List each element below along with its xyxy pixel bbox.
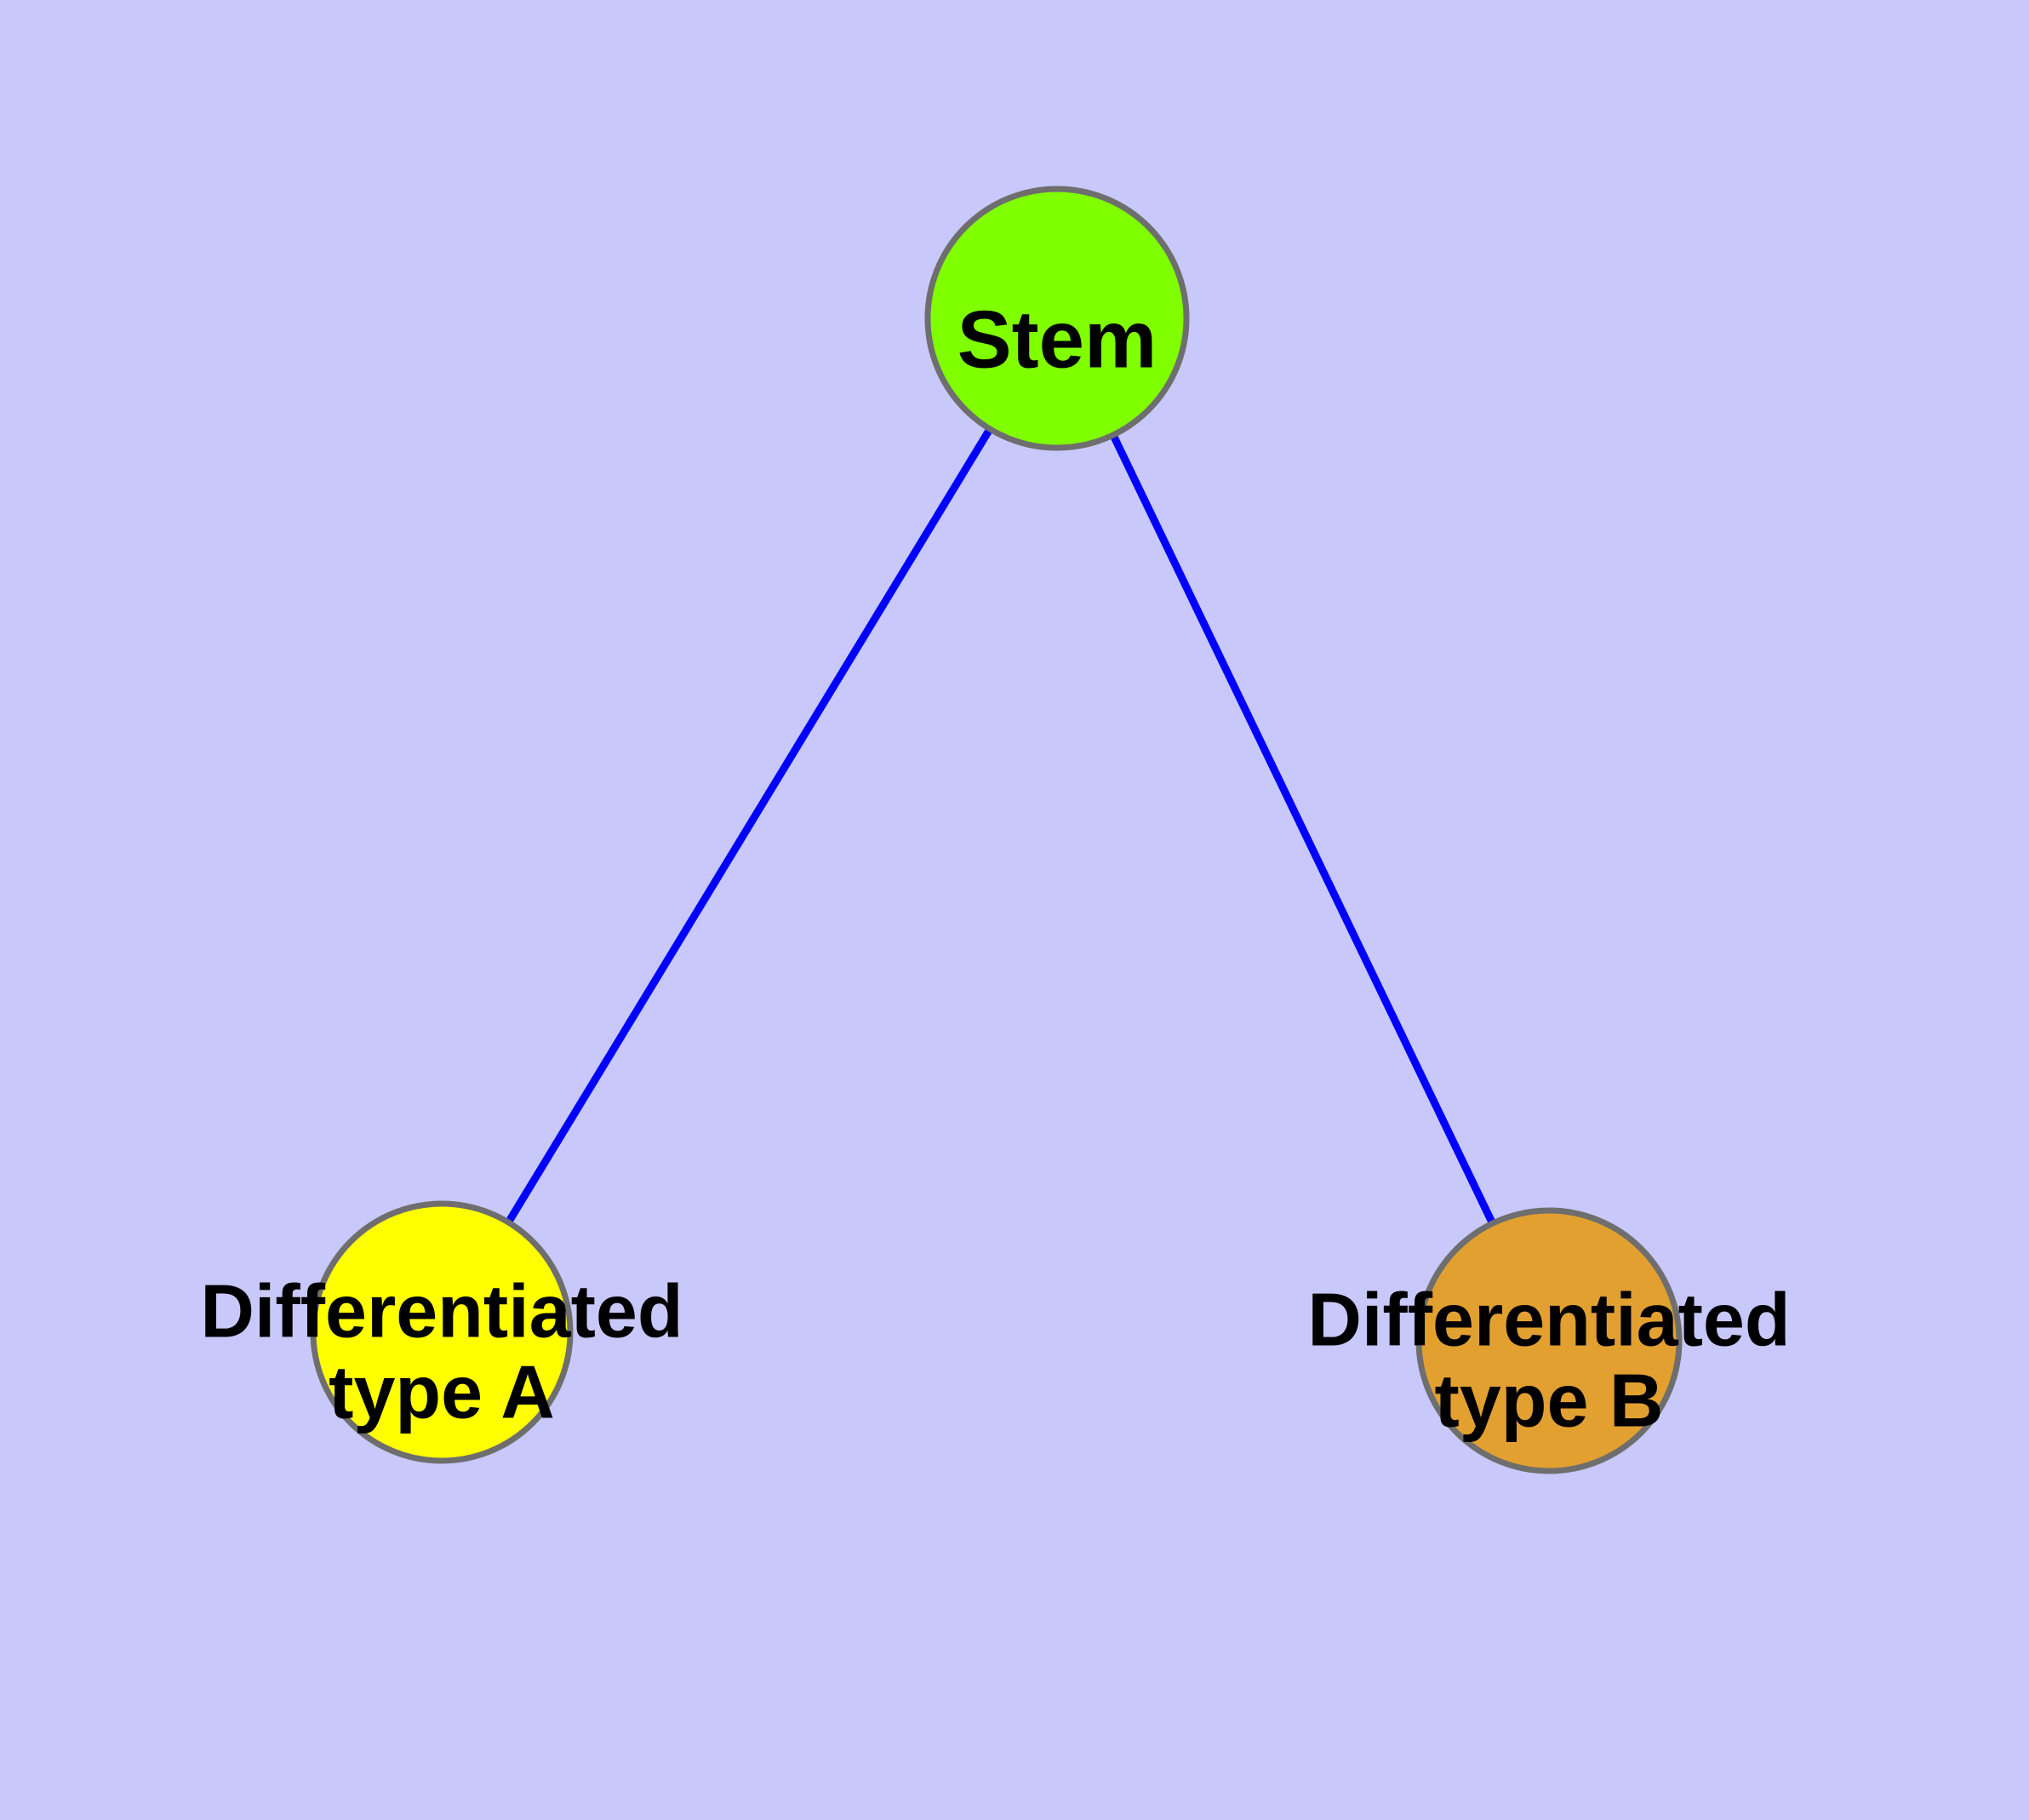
node-label-stem: Stem (957, 295, 1157, 386)
node-label-line: type A (329, 1350, 555, 1434)
edge-stem-diff-a[interactable] (503, 424, 996, 1228)
node-label-line: type B (1435, 1359, 1664, 1443)
node-label-line: Differentiated (1307, 1278, 1790, 1362)
node-label-line: Differentiated (200, 1269, 683, 1354)
node-label-line: Stem (957, 295, 1157, 386)
nodes-layer (310, 186, 1683, 1474)
node-circle-stem[interactable] (924, 186, 1190, 451)
node-circle-diff_a[interactable] (310, 1200, 574, 1464)
edge-stem-diff-b[interactable] (1108, 430, 1498, 1228)
node-circle-diff_b[interactable] (1415, 1207, 1683, 1474)
edges-layer (503, 424, 1498, 1228)
